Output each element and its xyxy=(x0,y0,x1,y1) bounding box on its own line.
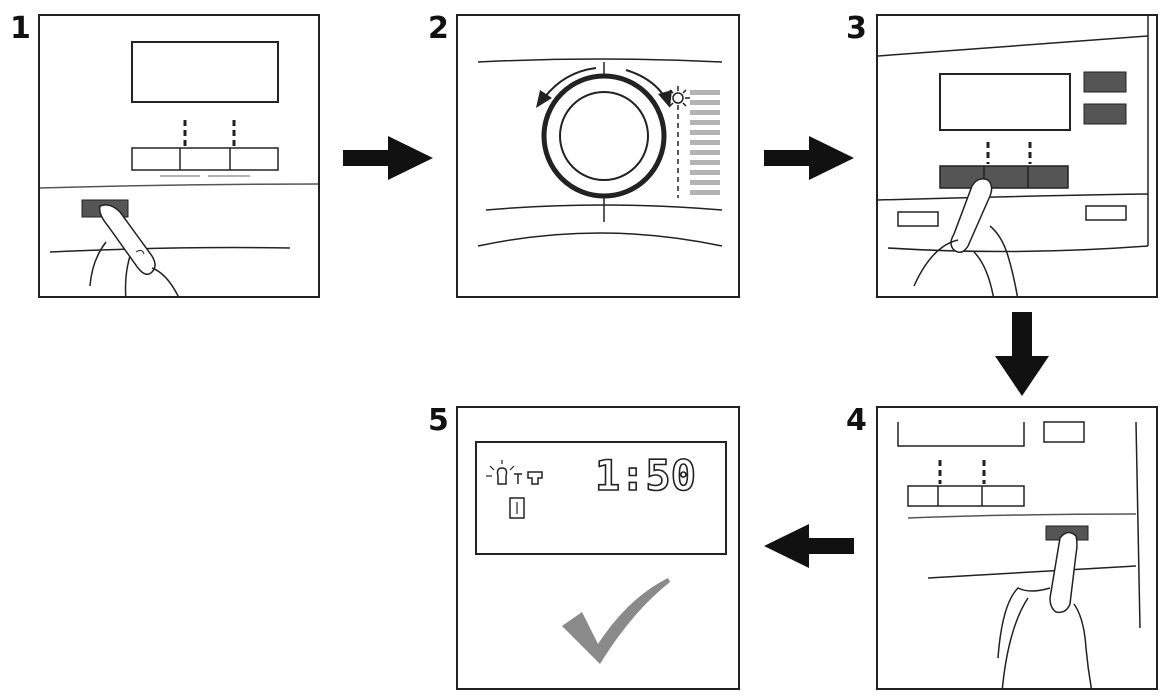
option-buttons-highlighted xyxy=(939,165,1069,189)
step-2-panel xyxy=(456,14,740,298)
display-window xyxy=(131,41,279,103)
cupboard-dry-icon xyxy=(496,467,508,485)
step-5-illustration: 1:50 xyxy=(475,441,727,664)
indicator-button xyxy=(1083,103,1127,125)
step-number-3: 3 xyxy=(846,11,867,46)
step-2-illustration xyxy=(477,58,723,247)
step-number-5: 5 xyxy=(428,403,449,438)
program-scale xyxy=(690,90,720,195)
display-window xyxy=(897,422,1025,447)
rotate-left-icon xyxy=(536,90,552,108)
lcd-display xyxy=(475,441,727,555)
step-number-1: 1 xyxy=(10,11,31,46)
step-5-panel: 1:50 xyxy=(456,406,740,690)
checkmark-icon xyxy=(562,578,670,664)
step-3-panel xyxy=(876,14,1158,298)
pressing-hand xyxy=(1049,531,1078,614)
shirt-icon xyxy=(527,471,543,485)
indicator-button xyxy=(1083,71,1127,93)
step-number-4: 4 xyxy=(846,403,867,438)
step-1-illustration xyxy=(40,41,318,296)
rotate-right-icon xyxy=(658,90,672,108)
option-buttons xyxy=(907,485,1025,507)
dryness-level-icons xyxy=(486,460,543,485)
step-4-illustration xyxy=(897,421,1141,688)
option-buttons xyxy=(131,147,279,171)
pressing-hand xyxy=(98,204,156,275)
display-window xyxy=(939,73,1071,131)
step-4-panel xyxy=(876,406,1158,690)
step-3-illustration xyxy=(878,16,1149,296)
arrow-down-icon xyxy=(995,312,1049,396)
wardrobe-icon xyxy=(509,497,525,519)
arrow-left-icon xyxy=(764,524,854,568)
arrow-right-icon xyxy=(343,136,433,180)
step-1-panel xyxy=(38,14,320,298)
sun-icon xyxy=(666,86,690,110)
arrow-right-icon xyxy=(764,136,854,180)
hanger-icon xyxy=(514,473,522,484)
remaining-time-readout: 1:50 xyxy=(595,451,696,500)
step-number-2: 2 xyxy=(428,11,449,46)
pressing-hand xyxy=(950,178,993,253)
